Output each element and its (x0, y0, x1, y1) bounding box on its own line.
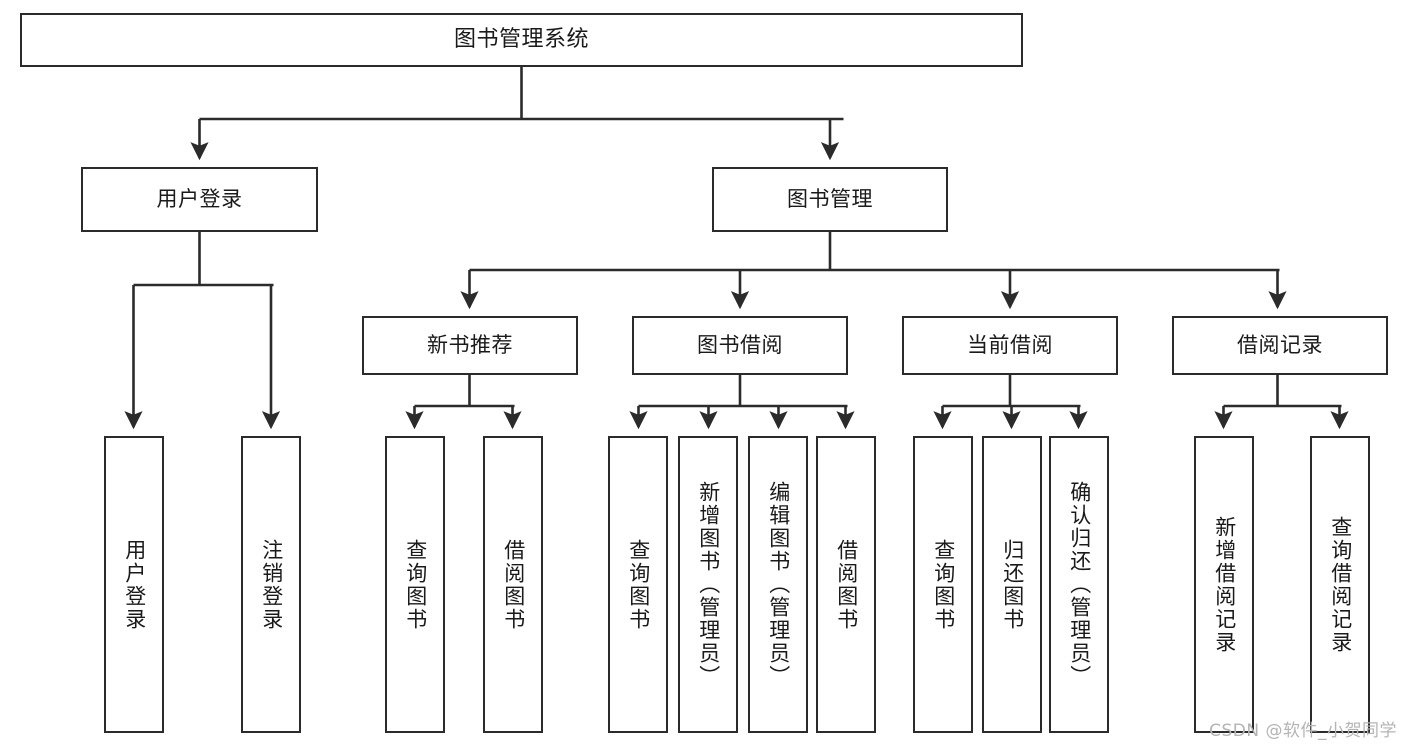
leaf-add-book-admin-label: 新增图书（管理员） (696, 481, 721, 688)
leaf-add-borrow-record[interactable]: 新增借阅记录 (1194, 436, 1254, 733)
node-borrow-record[interactable]: 借阅记录 (1172, 316, 1388, 375)
leaf-borrow-book-2[interactable]: 借阅图书 (816, 436, 876, 733)
leaf-borrow-book-2-label: 借阅图书 (834, 538, 859, 631)
node-current-borrow[interactable]: 当前借阅 (902, 316, 1118, 375)
leaf-query-book-2[interactable]: 查询图书 (608, 436, 668, 733)
node-borrow-record-label: 借阅记录 (1237, 333, 1323, 358)
node-new-book-rec[interactable]: 新书推荐 (362, 316, 578, 375)
node-user-login-label: 用户登录 (156, 187, 243, 212)
node-book-borrow[interactable]: 图书借阅 (632, 316, 848, 375)
leaf-add-book-admin[interactable]: 新增图书（管理员） (678, 436, 738, 733)
node-book-manage-label: 图书管理 (787, 187, 873, 212)
leaf-user-login-label: 用户登录 (122, 538, 147, 631)
leaf-query-borrow-record-label: 查询借阅记录 (1328, 515, 1353, 654)
leaf-logout-login[interactable]: 注销登录 (241, 436, 301, 733)
leaf-query-borrow-record[interactable]: 查询借阅记录 (1310, 436, 1370, 733)
leaf-logout-login-label: 注销登录 (259, 538, 284, 631)
leaf-query-book-1-label: 查询图书 (403, 538, 428, 631)
node-new-book-rec-label: 新书推荐 (427, 333, 513, 358)
leaf-confirm-return-admin[interactable]: 确认归还（管理员） (1049, 436, 1109, 733)
leaf-query-book-1[interactable]: 查询图书 (385, 436, 445, 733)
leaf-add-borrow-record-label: 新增借阅记录 (1212, 515, 1237, 654)
node-book-borrow-label: 图书借阅 (697, 333, 783, 358)
csdn-watermark: CSDN @软件_小贺同学 (1209, 721, 1397, 741)
leaf-borrow-book-1-label: 借阅图书 (501, 538, 526, 631)
node-book-manage[interactable]: 图书管理 (712, 167, 948, 232)
leaf-query-book-3-label: 查询图书 (931, 538, 956, 631)
leaf-confirm-return-admin-label: 确认归还（管理员） (1067, 481, 1092, 688)
node-current-borrow-label: 当前借阅 (967, 333, 1053, 358)
node-root[interactable]: 图书管理系统 (20, 13, 1023, 67)
leaf-return-book[interactable]: 归还图书 (982, 436, 1042, 733)
leaf-borrow-book-1[interactable]: 借阅图书 (483, 436, 543, 733)
leaf-edit-book-admin[interactable]: 编辑图书（管理员） (748, 436, 808, 733)
leaf-return-book-label: 归还图书 (1000, 538, 1025, 631)
node-root-label: 图书管理系统 (453, 27, 589, 53)
leaf-user-login[interactable]: 用户登录 (104, 436, 164, 733)
leaf-edit-book-admin-label: 编辑图书（管理员） (766, 481, 791, 688)
node-user-login[interactable]: 用户登录 (81, 167, 318, 232)
leaf-query-book-2-label: 查询图书 (626, 538, 651, 631)
leaf-query-book-3[interactable]: 查询图书 (913, 436, 973, 733)
